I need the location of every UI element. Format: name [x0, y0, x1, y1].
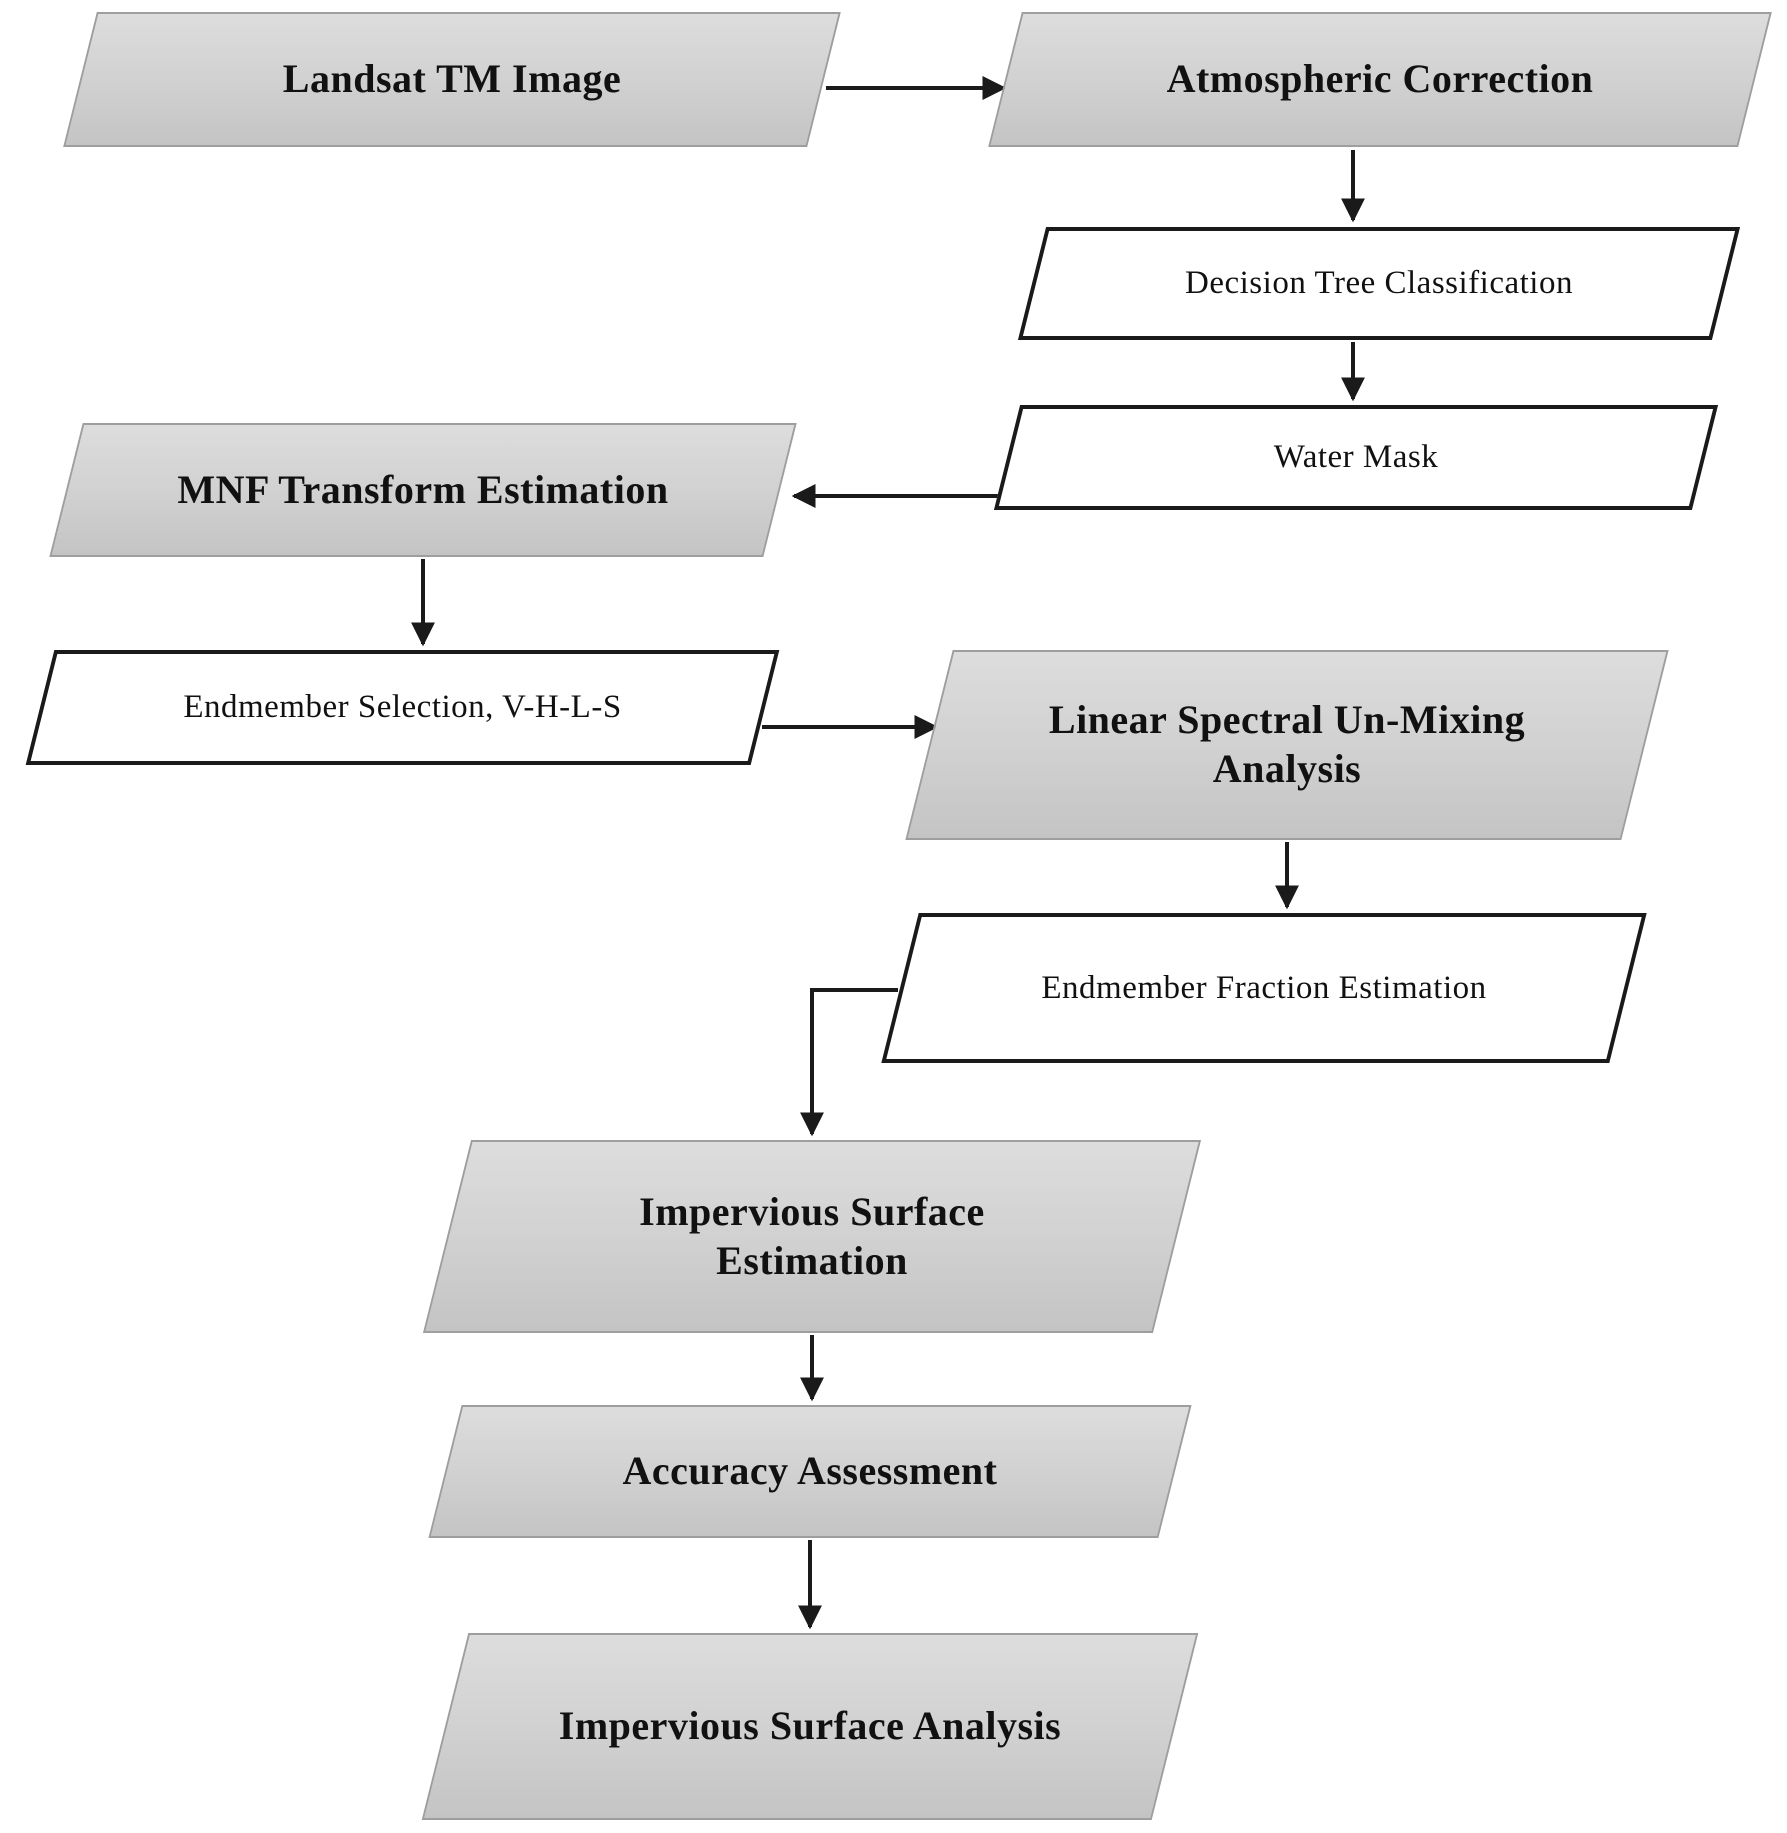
node-landsat-tm-image-label: Landsat TM Image [282, 56, 622, 102]
node-impervious-surface-analysis: Impervious Surface Analysis [445, 1633, 1175, 1820]
node-impervious-surface-estimation-label: Impervious Surface Estimation [639, 1188, 985, 1283]
node-mnf-transform-estimation: MNF Transform Estimation [66, 423, 780, 557]
node-atmospheric-correction-label: Atmospheric Correction [1166, 56, 1594, 102]
node-impervious-surface-analysis-label: Impervious Surface Analysis [558, 1703, 1062, 1749]
node-landsat-tm-image: Landsat TM Image [80, 12, 824, 147]
node-endmember-fraction-estimation: Endmember Fraction Estimation [900, 913, 1628, 1063]
node-mnf-transform-estimation-label: MNF Transform Estimation [177, 466, 669, 512]
node-endmember-selection-label: Endmember Selection, V-H-L-S [183, 689, 622, 726]
node-water-mask: Water Mask [1007, 405, 1705, 510]
node-decision-tree-classification: Decision Tree Classification [1032, 227, 1726, 340]
node-impervious-surface-estimation: Impervious Surface Estimation [447, 1140, 1177, 1333]
node-endmember-fraction-estimation-label: Endmember Fraction Estimation [1041, 969, 1487, 1006]
node-linear-spectral-unmixing: Linear Spectral Un-Mixing Analysis [929, 650, 1645, 840]
node-endmember-selection: Endmember Selection, V-H-L-S [40, 650, 765, 765]
node-linear-spectral-unmixing-label: Linear Spectral Un-Mixing Analysis [1048, 697, 1526, 791]
node-decision-tree-classification-label: Decision Tree Classification [1185, 265, 1573, 302]
node-accuracy-assessment-label: Accuracy Assessment [622, 1448, 998, 1494]
node-water-mask-label: Water Mask [1273, 439, 1439, 476]
node-atmospheric-correction: Atmospheric Correction [1005, 12, 1755, 147]
node-accuracy-assessment: Accuracy Assessment [445, 1405, 1175, 1538]
